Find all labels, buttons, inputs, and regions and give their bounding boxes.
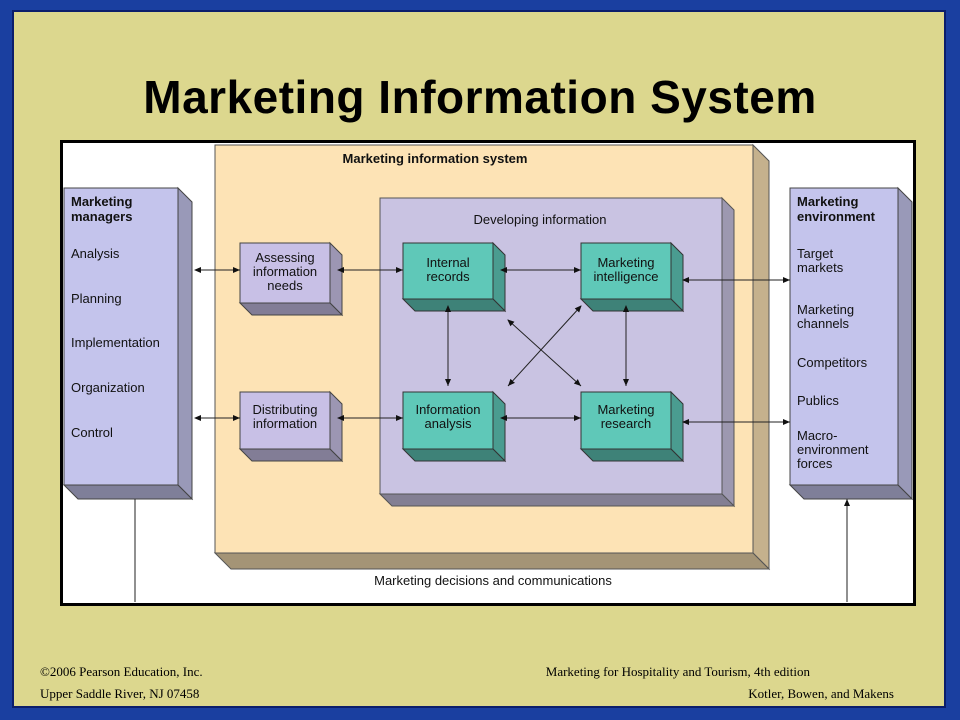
developing-label: Developing information [474, 212, 607, 227]
research-box-bottom [579, 448, 685, 462]
environment-column [789, 187, 899, 486]
developing-panel-bottom [378, 493, 736, 507]
footer-authors: Kotler, Bowen, and Makens [748, 686, 894, 701]
managers-column-side [177, 186, 193, 501]
analysis-box [402, 391, 494, 450]
managers-column [63, 187, 179, 486]
managers-item: Organization [71, 380, 145, 395]
footer-location: Upper Saddle River, NJ 07458 [40, 686, 200, 701]
developing-panel-side [721, 196, 735, 508]
arrow-intelligence-analysis [507, 305, 582, 387]
footer-book: Marketing for Hospitality and Tourism, 4… [545, 664, 810, 679]
assessing-box-bottom [238, 302, 344, 316]
system-label: Marketing information system [343, 151, 528, 166]
environment-column-bottom [788, 484, 914, 500]
footer-copyright: ©2006 Pearson Education, Inc. [40, 664, 203, 679]
managers-item: Implementation [71, 335, 160, 350]
internal-records-box [402, 242, 494, 300]
assessing-box [239, 242, 331, 304]
slide-title: Marketing Information System [143, 71, 817, 123]
managers-item: Planning [71, 291, 122, 306]
environment-column-side [897, 186, 913, 501]
distributing-box [239, 391, 331, 450]
research-box [580, 391, 672, 450]
distributing-box-bottom [238, 448, 344, 462]
intelligence-box [580, 242, 672, 300]
intelligence-box-bottom [579, 298, 685, 312]
system-panel-side [752, 143, 770, 571]
environment-item: Publics [797, 393, 839, 408]
internal-records-box-bottom [401, 298, 507, 312]
environment-item: Competitors [797, 355, 868, 370]
managers-item: Control [71, 425, 113, 440]
bottom-label: Marketing decisions and communications [374, 573, 612, 588]
analysis-box-bottom [401, 448, 507, 462]
managers-item: Analysis [71, 246, 120, 261]
system-panel-bottom [213, 552, 771, 570]
managers-column-bottom [62, 484, 194, 500]
